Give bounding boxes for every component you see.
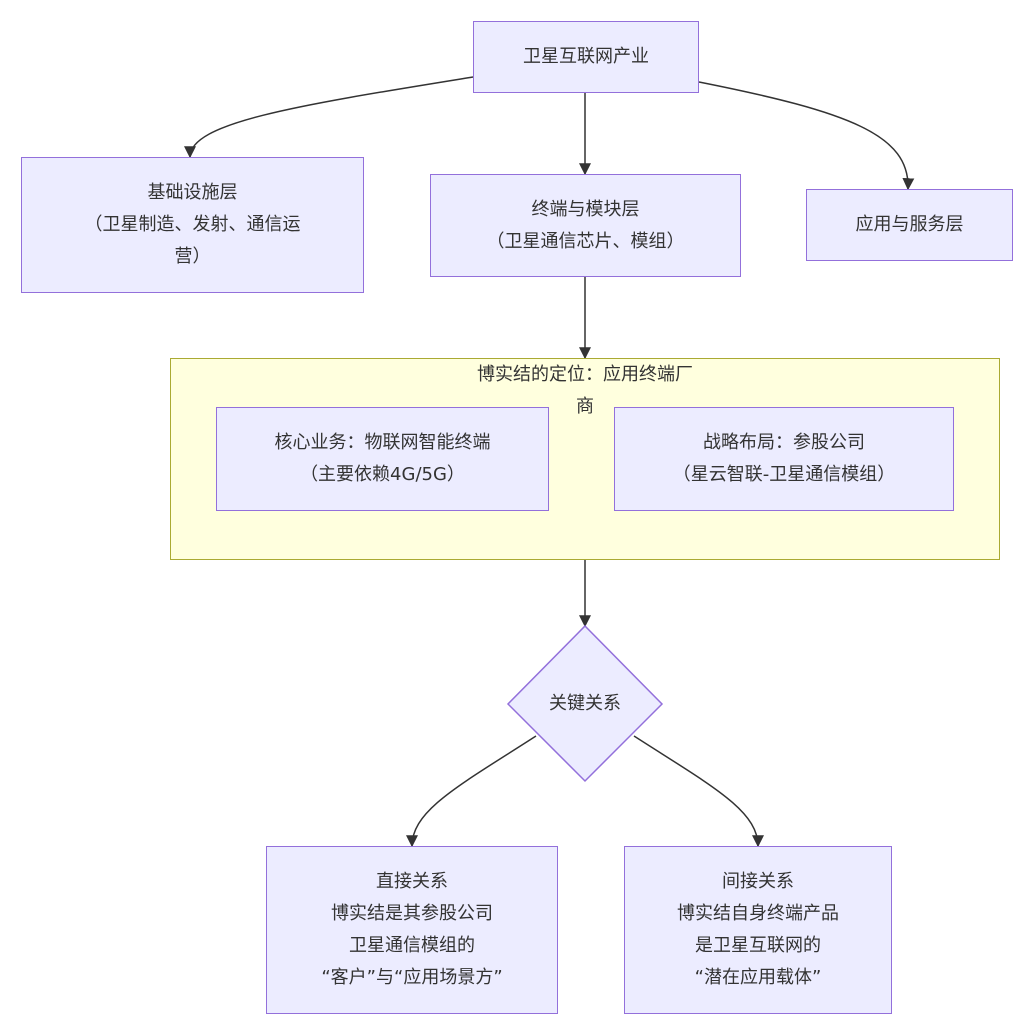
node-indirect-relationship-line-1: 间接关系	[722, 871, 794, 892]
node-key-relationship-label: 关键关系	[549, 693, 621, 714]
node-indirect-relationship-line-3: 是卫星互联网的	[695, 935, 821, 956]
node-key-relationship-diamond	[506, 624, 664, 783]
node-infrastructure-layer-line-2: （卫星制造、发射、通信运	[84, 214, 301, 235]
node-satellite-industry-label: 卫星互联网产业	[523, 46, 649, 67]
node-infrastructure-layer: 基础设施层 （卫星制造、发射、通信运 营）	[21, 157, 364, 293]
node-core-business-line-1: 核心业务：物联网智能终端	[274, 432, 491, 453]
node-terminal-module-layer-line-1: 终端与模块层	[531, 198, 640, 220]
cluster-title: 博实结的定位：应用终端厂 商	[170, 359, 1000, 423]
node-indirect-relationship: 间接关系 博实结自身终端产品 是卫星互联网的 “潜在应用载体”	[624, 846, 892, 1014]
edge-key-to-direct	[406, 735, 537, 848]
node-application-service-layer: 应用与服务层	[806, 189, 1013, 261]
edge-key-to-indirect	[633, 735, 764, 848]
node-strategic-layout: 战略布局：参股公司 （星云智联-卫星通信模组）	[614, 407, 954, 511]
node-direct-relationship-line-2: 博实结是其参股公司	[331, 903, 493, 924]
node-satellite-industry: 卫星互联网产业	[473, 21, 699, 93]
node-direct-relationship-line-3: 卫星通信模组的	[349, 935, 475, 956]
node-indirect-relationship-line-4: “潜在应用载体”	[694, 967, 822, 988]
edge-root-to-infrastructure	[184, 76, 474, 159]
node-core-business-line-2: （主要依赖4G/5G）	[300, 464, 465, 485]
edge-root-to-application	[698, 81, 915, 191]
node-direct-relationship-line-4: “客户”与“应用场景方”	[321, 967, 503, 988]
node-terminal-module-layer: 终端与模块层 （卫星通信芯片、模组）	[430, 174, 741, 277]
node-infrastructure-layer-line-3: 营）	[174, 246, 211, 267]
node-direct-relationship-line-1: 直接关系	[376, 871, 448, 892]
node-terminal-module-layer-line-2: （卫星通信芯片、模组）	[486, 230, 685, 252]
node-core-business: 核心业务：物联网智能终端 （主要依赖4G/5G）	[216, 407, 549, 511]
cluster-title-line-1: 博实结的定位：应用终端厂	[477, 364, 693, 385]
node-indirect-relationship-line-2: 博实结自身终端产品	[677, 903, 839, 924]
node-infrastructure-layer-line-1: 基础设施层	[147, 182, 238, 203]
node-strategic-layout-line-2: （星云智联-卫星通信模组）	[672, 464, 896, 485]
cluster-title-line-2: 商	[576, 396, 594, 417]
node-direct-relationship: 直接关系 博实结是其参股公司 卫星通信模组的 “客户”与“应用场景方”	[266, 846, 558, 1014]
node-strategic-layout-line-1: 战略布局：参股公司	[703, 432, 865, 453]
node-application-service-layer-label: 应用与服务层	[855, 214, 964, 235]
